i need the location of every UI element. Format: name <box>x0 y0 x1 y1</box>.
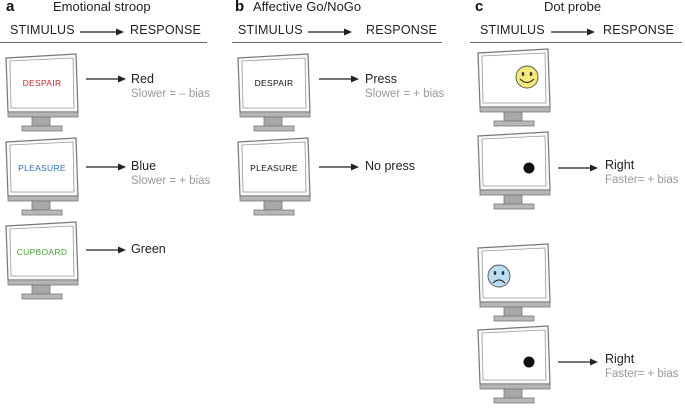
trial-arrow-c1 <box>558 164 598 172</box>
header-rule-b <box>232 42 442 43</box>
panel-letter-c: c <box>475 0 484 15</box>
response-header-b: RESPONSE <box>366 23 438 37</box>
monitor-despair: DESPAIR <box>5 53 79 132</box>
screen-word-pleasure-a: PLEASURE <box>18 163 66 173</box>
trial-arrow-c2 <box>558 358 598 366</box>
response-green: Green <box>131 242 166 256</box>
header-arrow-b <box>308 28 352 36</box>
response-header-c: RESPONSE <box>603 23 675 37</box>
response-blue: Blue <box>131 159 157 173</box>
note-c1: Faster= + bias <box>605 174 679 186</box>
monitor-probe-2 <box>477 325 551 404</box>
probe-dot-icon <box>523 356 535 368</box>
stimulus-header-a: STIMULUS <box>10 23 75 37</box>
stimulus-header-b: STIMULUS <box>238 23 303 37</box>
panel-title-c: Dot probe <box>544 0 602 14</box>
screen-word-pleasure-b: PLEASURE <box>250 163 298 173</box>
screen-word-cupboard-a: CUPBOARD <box>17 247 68 257</box>
stimulus-header-c: STIMULUS <box>480 23 545 37</box>
probe-dot-icon <box>523 162 535 174</box>
monitor-despair-b: DESPAIR <box>237 53 311 132</box>
monitor-happy-cue <box>477 48 551 127</box>
response-header-a: RESPONSE <box>130 23 202 37</box>
note-a1: Slower = – bias <box>131 88 210 100</box>
response-right-2: Right <box>605 352 635 366</box>
header-rule-c <box>470 42 682 43</box>
response-right-1: Right <box>605 158 635 172</box>
header-arrow-c <box>551 28 595 36</box>
panel-letter-b: b <box>235 0 245 15</box>
panel-title-b: Affective Go/NoGo <box>253 0 362 14</box>
monitor-probe-1 <box>477 131 551 210</box>
monitor-cupboard: CUPBOARD <box>5 221 79 300</box>
trial-arrow-a3 <box>86 246 126 254</box>
trial-arrow-b2 <box>319 163 359 171</box>
sad-face-icon <box>487 264 511 288</box>
note-a2: Slower = + bias <box>131 175 211 187</box>
panel-title-a: Emotional stroop <box>53 0 151 14</box>
trial-arrow-a2 <box>86 163 126 171</box>
header-arrow-a <box>80 28 124 36</box>
trial-arrow-b1 <box>319 75 359 83</box>
note-b1: Slower = + bias <box>365 88 445 100</box>
monitor-pleasure: PLEASURE <box>5 137 79 216</box>
header-rule-a <box>0 42 207 43</box>
monitor-pleasure-b: PLEASURE <box>237 137 311 216</box>
panel-letter-a: a <box>6 0 15 15</box>
response-no-press: No press <box>365 159 416 173</box>
screen-word-despair-b: DESPAIR <box>255 78 294 88</box>
response-red: Red <box>131 72 154 86</box>
note-c2: Faster= + bias <box>605 368 679 380</box>
smiley-face-icon <box>515 65 539 89</box>
response-press: Press <box>365 72 397 86</box>
monitor-sad-cue <box>477 243 551 322</box>
trial-arrow-a1 <box>86 75 126 83</box>
screen-word-despair-a: DESPAIR <box>23 78 62 88</box>
